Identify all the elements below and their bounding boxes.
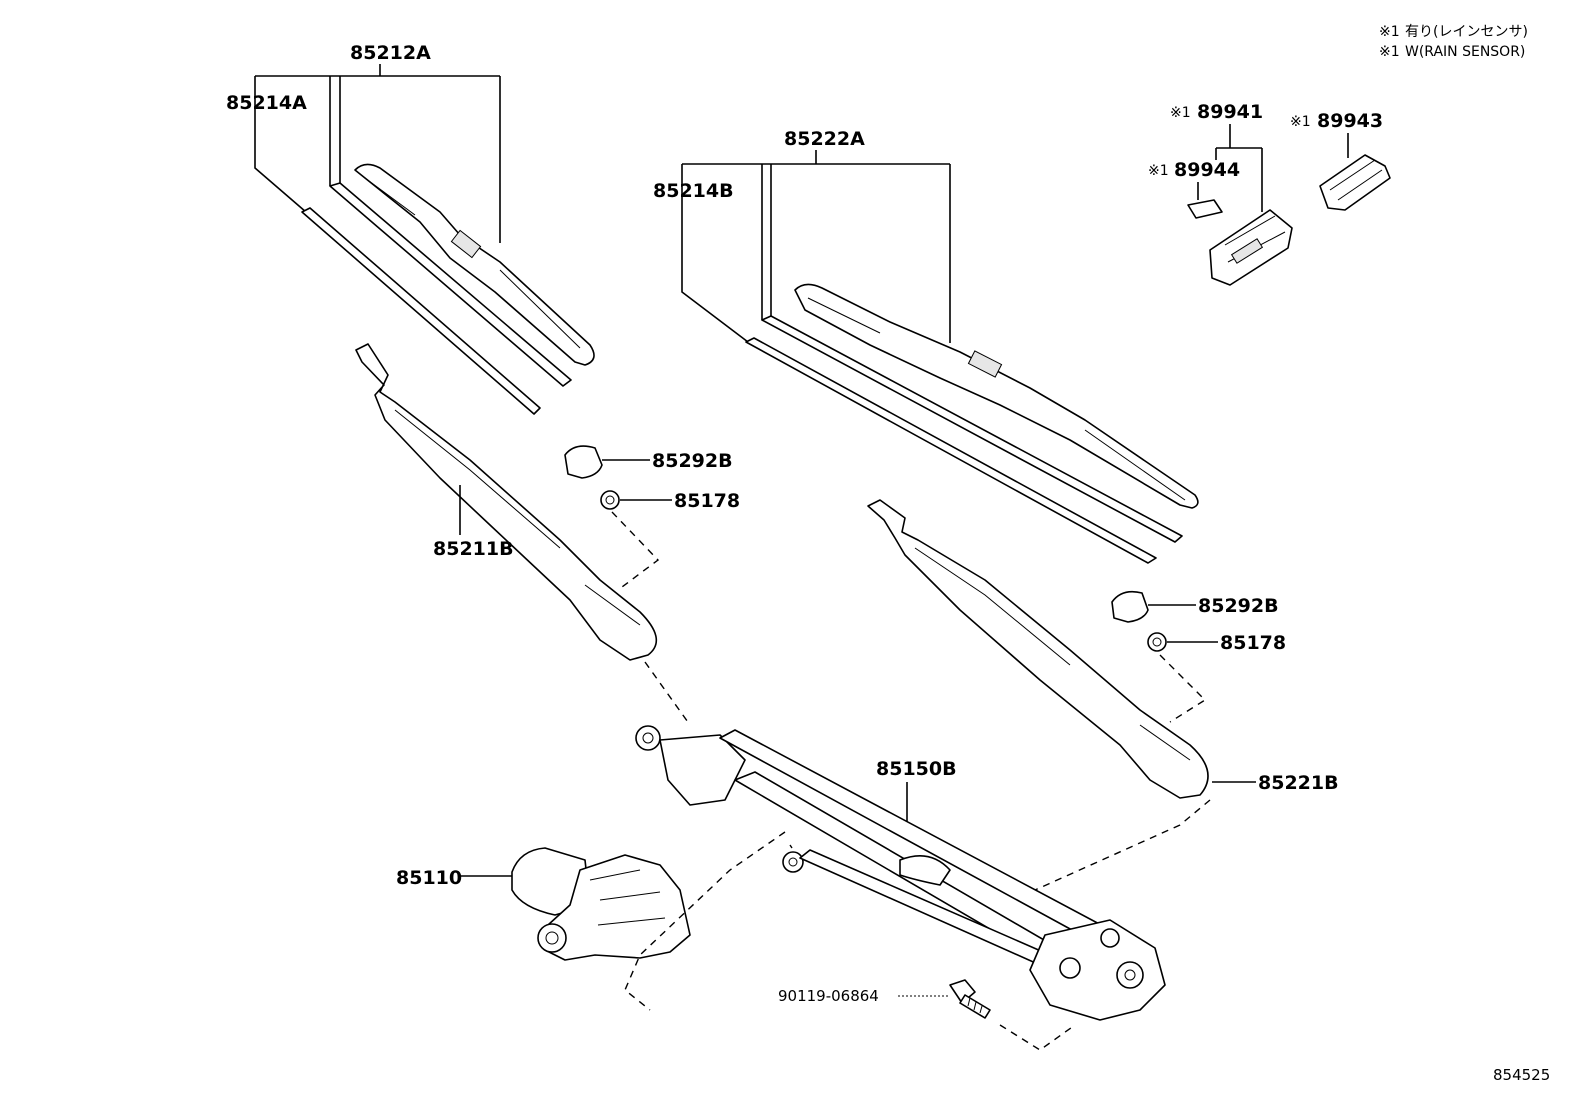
label-85222A[interactable]: 85222A xyxy=(784,128,865,150)
label-90119-06864[interactable]: 90119-06864 xyxy=(778,987,879,1005)
mark-89943: ※1 xyxy=(1290,114,1311,130)
blade-backing-right xyxy=(761,315,1183,543)
pivot-housing-left xyxy=(659,734,746,806)
label-89943[interactable]: 89943 xyxy=(1317,110,1383,132)
pivot-left xyxy=(635,725,661,751)
label-89944[interactable]: 89944 xyxy=(1174,159,1240,181)
mark-89944: ※1 xyxy=(1148,163,1169,179)
refill-rubber-right[interactable] xyxy=(745,337,1157,564)
cap-85292B-left[interactable] xyxy=(564,445,603,479)
right-blade-group: 85222A 85214B xyxy=(653,128,1199,564)
nut-85178-right[interactable] xyxy=(1147,632,1167,652)
motor-group: 85110 xyxy=(396,831,786,1011)
note-text-jp: 有り(レインセンサ) xyxy=(1405,24,1528,40)
wiper-blade-right[interactable] xyxy=(794,283,1199,509)
note-mark-2: ※1 xyxy=(1379,44,1400,60)
link-joint xyxy=(899,854,951,886)
label-85150B[interactable]: 85150B xyxy=(876,758,957,780)
sensor-pad-89944[interactable] xyxy=(1187,199,1223,219)
label-85178-right[interactable]: 85178 xyxy=(1220,632,1286,654)
label-85221B[interactable]: 85221B xyxy=(1258,772,1339,794)
left-blade-group: 85212A 85214A xyxy=(226,42,595,415)
diagram-code: 854525 xyxy=(1493,1066,1550,1084)
mark-89941: ※1 xyxy=(1170,105,1191,121)
cap-85292B-right[interactable] xyxy=(1111,590,1149,623)
nut-85178-left[interactable] xyxy=(600,490,620,510)
label-85212A[interactable]: 85212A xyxy=(350,42,431,64)
label-85110[interactable]: 85110 xyxy=(396,867,462,889)
label-85214B[interactable]: 85214B xyxy=(653,180,734,202)
wiper-blade-left[interactable] xyxy=(354,163,595,366)
legend-notes: ※1 有り(レインセンサ) ※1 W(RAIN SENSOR) xyxy=(1379,24,1528,60)
right-arm-group: 85292B 85178 85221B xyxy=(867,499,1339,891)
label-85211B[interactable]: 85211B xyxy=(433,538,514,560)
label-85292B-left[interactable]: 85292B xyxy=(652,450,733,472)
label-89941[interactable]: 89941 xyxy=(1197,101,1263,123)
bolt-group: 90119-06864 xyxy=(778,979,1076,1051)
wiper-arm-85221B[interactable] xyxy=(867,499,1209,799)
blade-backing-left xyxy=(329,182,572,387)
left-arm-group: 85292B 85178 85211B xyxy=(355,343,740,726)
linkage-group: 85150B xyxy=(635,725,1166,1021)
label-85214A[interactable]: 85214A xyxy=(226,92,307,114)
note-mark-1: ※1 xyxy=(1379,24,1400,40)
wiper-arm-85211B[interactable] xyxy=(355,343,658,661)
rain-sensor-group: ※1 89941 ※1 89944 ※1 89943 xyxy=(1148,101,1391,286)
label-85292B-right[interactable]: 85292B xyxy=(1198,595,1279,617)
link-eye xyxy=(782,851,804,873)
note-text-en: W(RAIN SENSOR) xyxy=(1405,44,1525,60)
refill-rubber-left[interactable] xyxy=(301,207,541,415)
sensor-cover-89943[interactable] xyxy=(1319,154,1391,211)
pivot-housing-right xyxy=(1029,919,1166,1021)
label-85178-left[interactable]: 85178 xyxy=(674,490,740,512)
